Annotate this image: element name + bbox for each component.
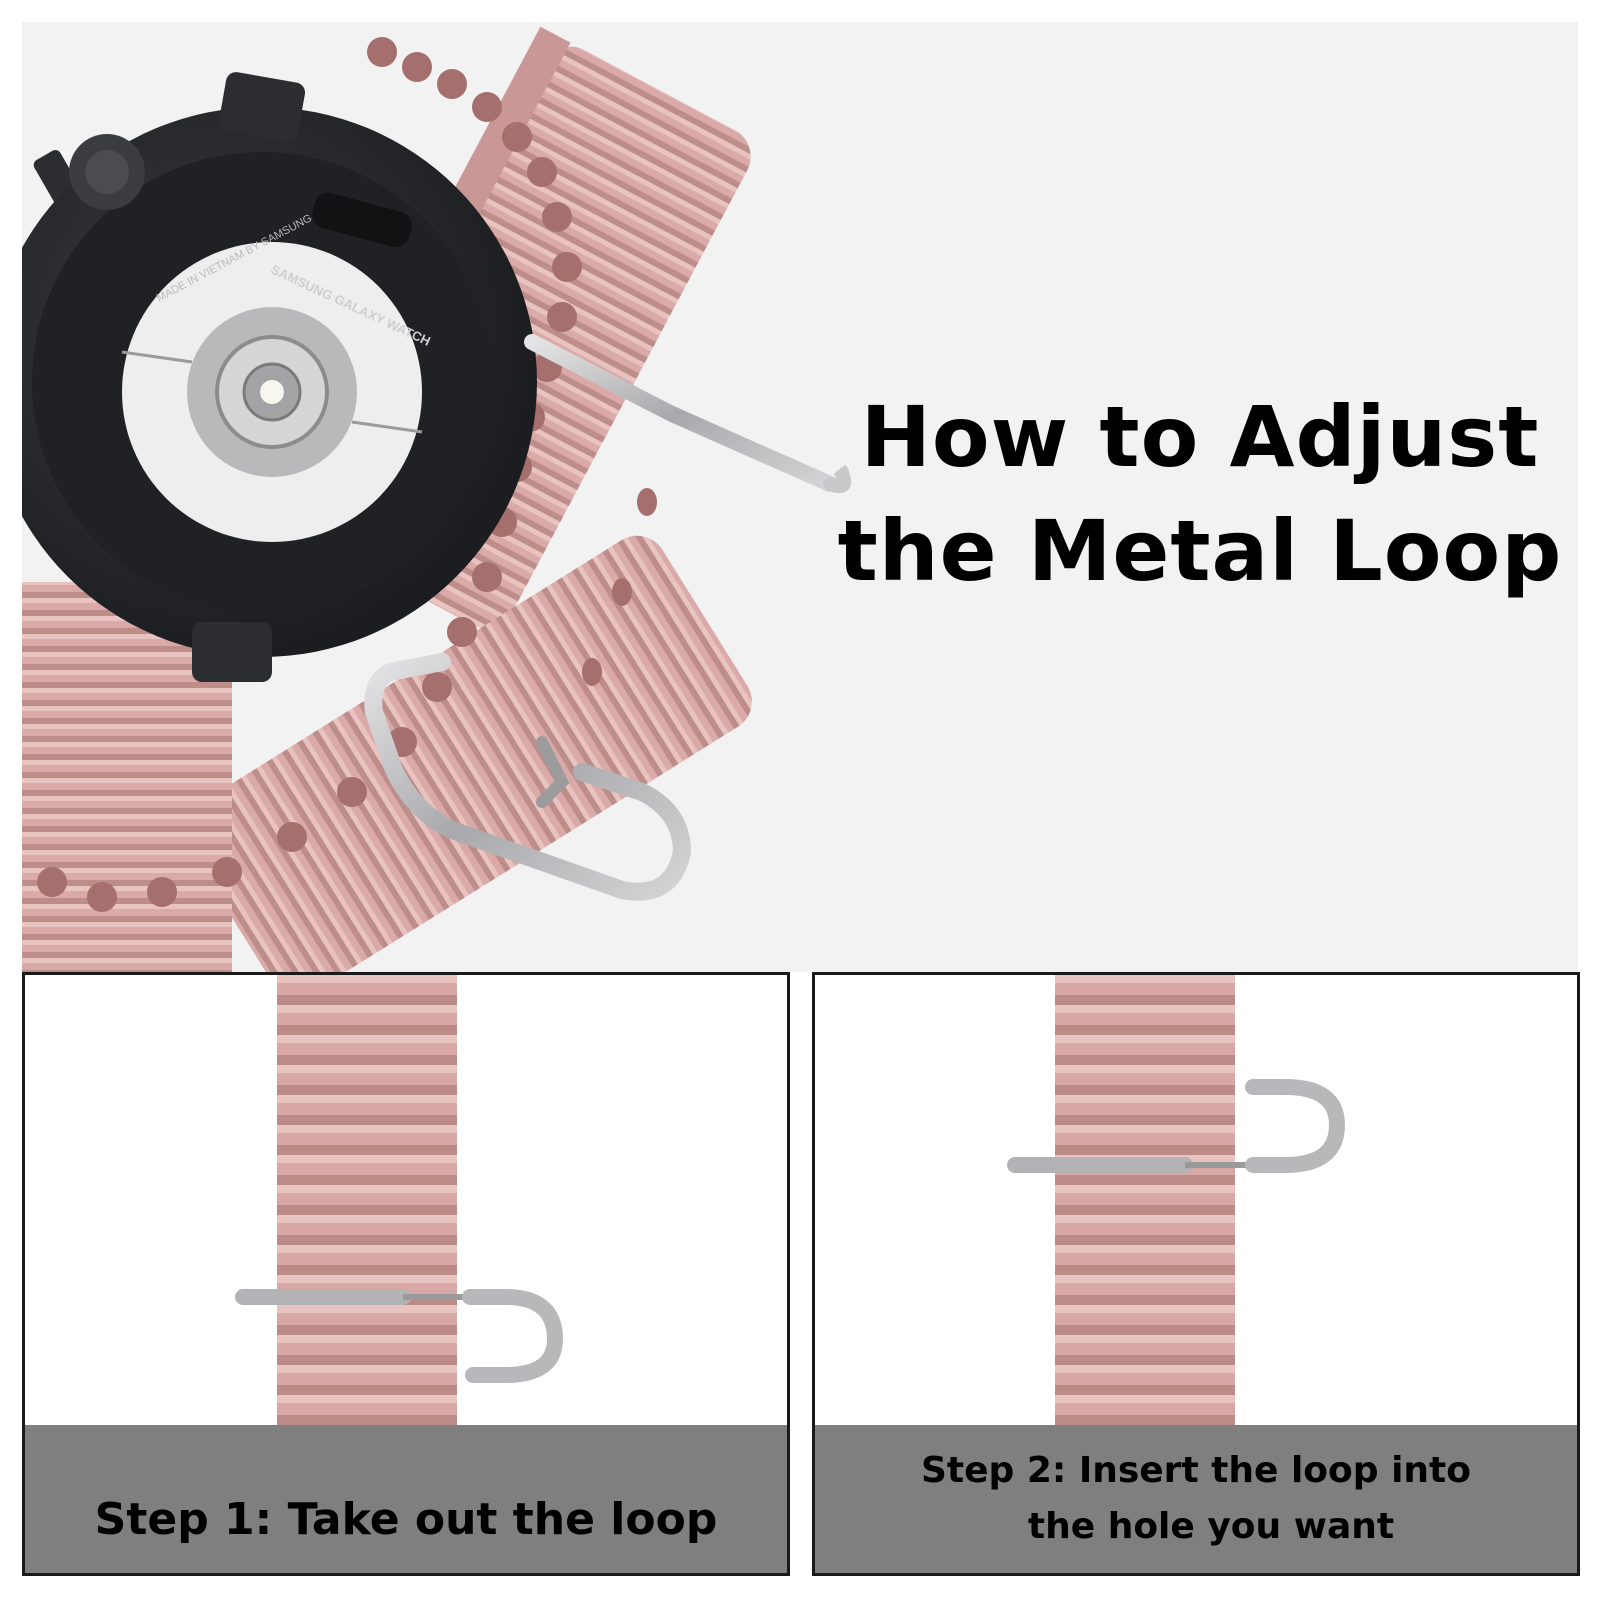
- headline-line-1: How to Adjust: [860, 388, 1540, 486]
- step-1-panel: Step 1: Take out the loop: [22, 972, 790, 1576]
- band-strip: [1055, 975, 1235, 1435]
- metal-loop-removed: [235, 1289, 564, 1383]
- headline: How to Adjust the Metal Loop: [820, 380, 1580, 608]
- band-strip: [277, 975, 457, 1435]
- lower-metal-loop: [364, 653, 691, 901]
- metal-loop-inserted: [1007, 1079, 1346, 1173]
- step-2-panel: Step 2: Insert the loop into the hole yo…: [812, 972, 1580, 1576]
- step-1-illustration: [235, 975, 564, 1435]
- step-2-illustration: [1007, 975, 1346, 1435]
- step-2-text-line-1: Step 2: Insert the loop into: [920, 1450, 1471, 1491]
- step-1-text: Step 1: Take out the loop: [94, 1493, 718, 1545]
- upper-metal-loop: [524, 334, 852, 494]
- step-1-caption: Step 1: Take out the loop: [25, 1425, 787, 1573]
- step-2-caption: Step 2: Insert the loop into the hole yo…: [815, 1425, 1577, 1573]
- watch-illustration: SAMSUNG GALAXY WATCH MADE IN VIETNAM BY …: [22, 26, 852, 972]
- lower-strap: [183, 535, 752, 972]
- step-2-text-line-2: the hole you want: [1027, 1506, 1395, 1547]
- headline-line-2: the Metal Loop: [837, 502, 1563, 600]
- hero-image: SAMSUNG GALAXY WATCH MADE IN VIETNAM BY …: [22, 22, 1578, 972]
- watch-body: [22, 72, 537, 682]
